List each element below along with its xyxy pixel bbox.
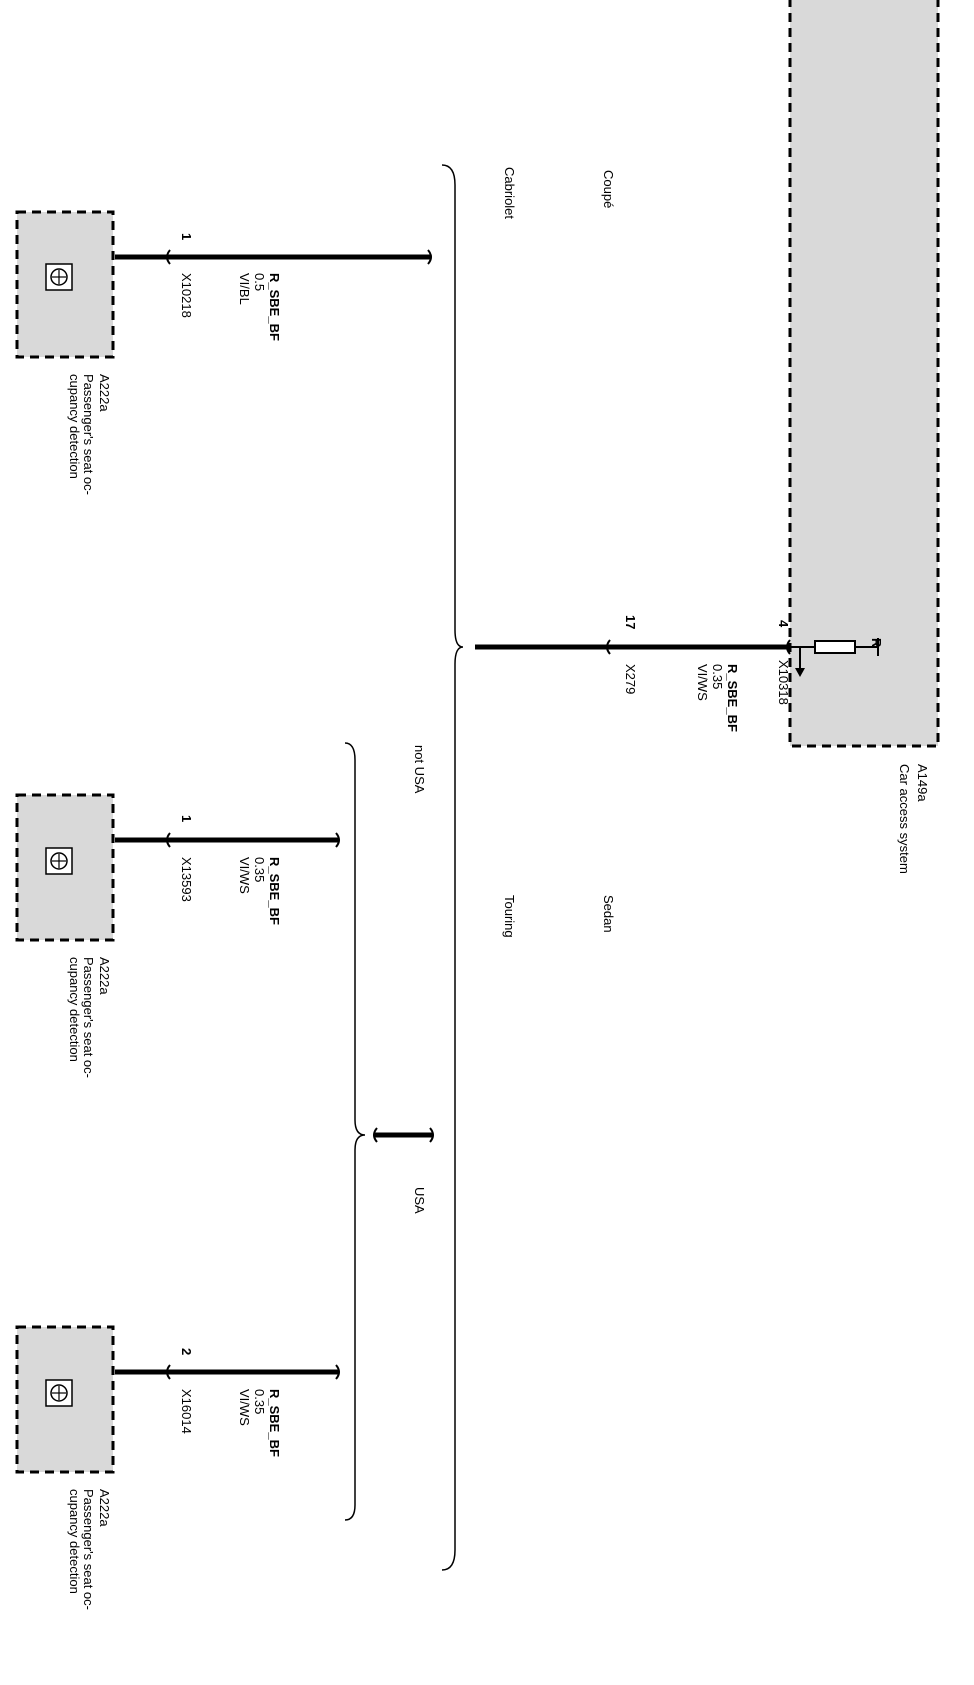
branch-2-module-code: A222a [97,957,112,995]
branch-1-module-code: A222a [97,374,112,412]
car-access-system-module[interactable] [788,0,940,748]
seat-occupancy-module-3[interactable] [15,1325,115,1474]
branch-1-wire-end [427,249,432,265]
variant-cabriolet: Cabriolet [502,167,517,219]
branch-1-module-line2: cupancy detection [67,374,82,479]
connector-x13593-symbol [166,832,171,848]
market-brace [344,742,366,1521]
branch-3-connector: X16014 [179,1389,194,1434]
branch-3-wire-color: VI/WS [237,1389,252,1426]
connector-x279-label: X279 [623,664,638,694]
resistor-label: R [869,638,884,648]
branch-1-wire-size: 0.5 [252,273,267,291]
connector-x279-symbol [606,639,611,655]
branch-3-module-code: A222a [97,1489,112,1527]
connector-x10318-label: X10318 [776,660,791,705]
branch-3-wire-name: R_SBE_BF [267,1389,282,1457]
variant-usa: USA [412,1187,427,1214]
branch-1-pin: 1 [179,233,194,240]
pin-17-label: 17 [623,615,638,629]
branch-2-wire-color: VI/WS [237,857,252,894]
main-wire-size: 0.35 [710,664,725,689]
variant-coupe: Coupé [601,170,616,208]
ground-arrow-icon [795,647,805,677]
branch-3-module-line1: Passenger's seat oc- [81,1489,96,1610]
variant-brace [441,164,464,1571]
variant-not-usa: not USA [412,745,427,794]
pin-4-label: 4 [776,620,791,628]
branch-3-wire-end [335,1364,340,1380]
branch-2-pin: 1 [179,815,194,822]
branch-1-module-line1: Passenger's seat oc- [81,374,96,495]
main-wire-name: R_SBE_BF [725,664,740,732]
branch-1-connector: X10218 [179,273,194,318]
branch-2-module-line2: cupancy detection [67,957,82,1062]
connector-x10318-symbol [786,639,791,655]
connector-x10218-symbol [166,249,171,265]
branch-2-wire-size: 0.35 [252,857,267,882]
branch-2-wire-name: R_SBE_BF [267,857,282,925]
variant-sedan: Sedan [601,895,616,933]
sensor-icon [45,263,73,291]
branch-3-wire-size: 0.35 [252,1389,267,1414]
connector-x16014-symbol [166,1364,171,1380]
branch-1-wire-color: VI/BL [237,273,252,305]
seat-occupancy-module-1[interactable] [15,210,115,359]
branch-2-wire-end [335,832,340,848]
branch-2-module-line1: Passenger's seat oc- [81,957,96,1078]
variant-touring: Touring [502,895,517,938]
market-feed-end-left [373,1127,378,1143]
branch-1-wire-name: R_SBE_BF [267,273,282,341]
branch-2-connector: X13593 [179,857,194,902]
main-wire-color: VI/WS [695,664,710,701]
car-access-name: Car access system [897,764,912,874]
resistor-symbol [790,638,879,656]
car-access-code: A149a [915,764,930,802]
branch-3-pin: 2 [179,1348,194,1355]
sensor-icon [45,1379,73,1407]
sensor-icon [45,847,73,875]
seat-occupancy-module-2[interactable] [15,793,115,942]
branch-3-module-line2: cupancy detection [67,1489,82,1594]
market-feed-end-right [429,1127,434,1143]
